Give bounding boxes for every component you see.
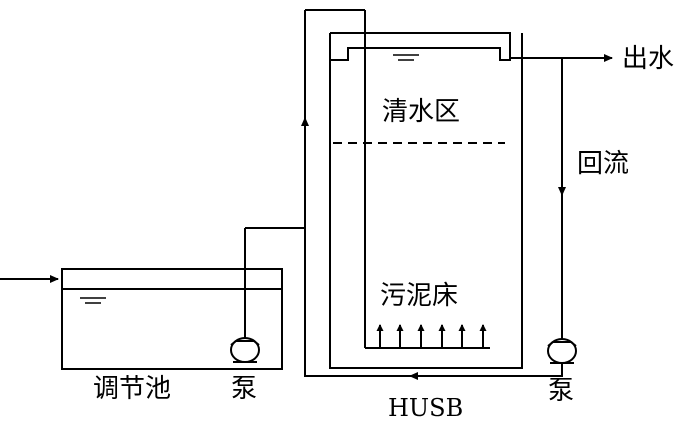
- return-pipe-left: [304, 228, 414, 377]
- pump-right-icon: [547, 338, 577, 364]
- pump-left-icon: [230, 337, 260, 363]
- distribution-arrows: [376, 324, 487, 348]
- reactor-label: HUSB: [388, 394, 463, 422]
- return-pipe-right: [440, 363, 563, 377]
- outlet-label: 出水: [622, 44, 674, 74]
- clear-water-zone-label: 清水区: [382, 97, 460, 127]
- pump-left-label: 泵: [231, 374, 257, 404]
- husb-reactor: [329, 32, 523, 369]
- reflux-label: 回流: [577, 149, 629, 179]
- sludge-bed-label: 污泥床: [380, 281, 458, 311]
- pump-right-label: 泵: [548, 376, 574, 406]
- adjustment-tank-label: 调节池: [93, 374, 171, 404]
